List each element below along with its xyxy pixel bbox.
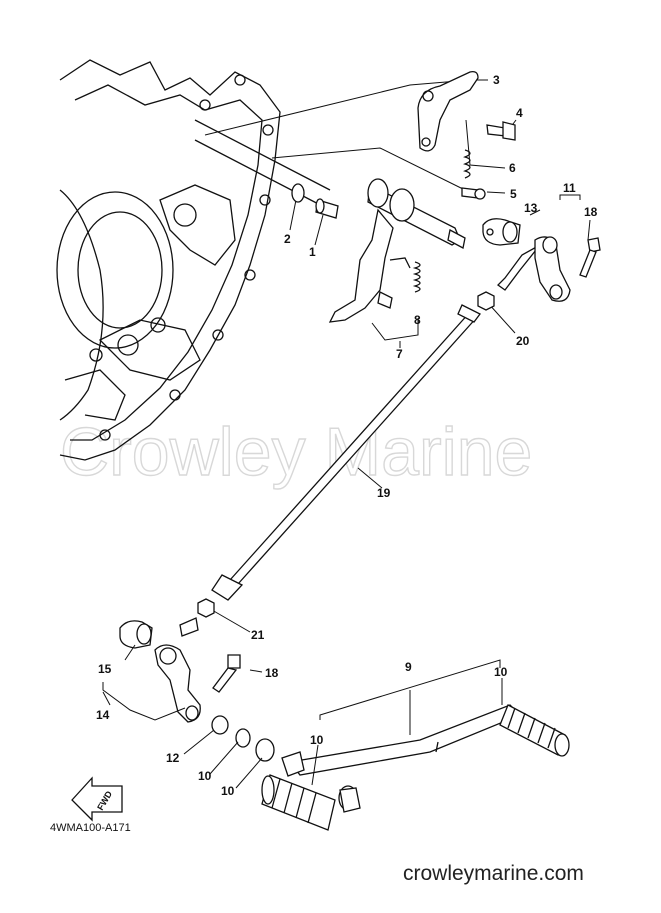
nut-21 — [197, 598, 215, 618]
fwd-arrow-icon — [71, 776, 123, 822]
leader-lines-lower — [102, 644, 503, 789]
bolt-18-top — [579, 237, 601, 278]
callout-14: 11 — [563, 181, 576, 195]
website-label: crowleymarine.com — [403, 862, 584, 885]
shift-arm-16 — [154, 644, 201, 723]
washer-11 — [255, 738, 275, 762]
callout-19: 19 — [377, 486, 391, 500]
callout-5: 5 — [510, 187, 517, 201]
callout-10-right: 10 — [494, 665, 508, 679]
shift-shaft-assembly — [328, 178, 466, 323]
callout-12: 10 — [198, 769, 212, 783]
stopper-lever — [417, 70, 479, 152]
watermark: Crowley Marine — [60, 414, 532, 490]
crankcase-housing — [56, 59, 331, 461]
pin-5 — [461, 187, 486, 200]
spring-6 — [463, 149, 471, 179]
stud-lower — [179, 617, 199, 637]
shift-rod-19 — [211, 304, 481, 601]
pedal-rubber-10-right — [499, 704, 570, 757]
callout-1: 1 — [309, 245, 316, 259]
shift-pedal-9 — [281, 704, 522, 777]
callout-20: 20 — [516, 334, 530, 348]
callout-3: 3 — [493, 73, 500, 87]
callout-2: 2 — [284, 232, 291, 246]
callout-4: 4 — [516, 106, 523, 120]
diagram-code: 4WMA100-A171 — [50, 822, 131, 834]
callout-15: 13 — [524, 201, 538, 215]
nut-20 — [477, 291, 495, 311]
stud-1 — [315, 198, 339, 219]
callout-18-lower: 18 — [265, 666, 279, 680]
bolt-18-lower — [212, 654, 241, 693]
callout-17: 15 — [98, 662, 112, 676]
circlip-12 — [235, 728, 251, 748]
callout-10-left: 10 — [310, 733, 324, 747]
joint-15 — [482, 218, 521, 246]
callout-13: 12 — [166, 751, 180, 765]
callout-18-top: 18 — [584, 205, 598, 219]
callout-11: 10 — [221, 784, 235, 798]
bolt-4 — [486, 121, 516, 141]
joint-17 — [119, 620, 153, 649]
callout-16: 14 — [96, 708, 110, 722]
callout-6: 6 — [509, 161, 516, 175]
callout-7: 7 — [396, 347, 403, 361]
washer-13 — [211, 715, 229, 735]
callout-8: 8 — [414, 313, 421, 327]
pedal-pivot — [339, 787, 361, 813]
washer-2 — [291, 183, 305, 203]
callout-9: 9 — [405, 660, 412, 674]
callout-21: 21 — [251, 628, 265, 642]
shift-arm-14 — [496, 236, 571, 302]
